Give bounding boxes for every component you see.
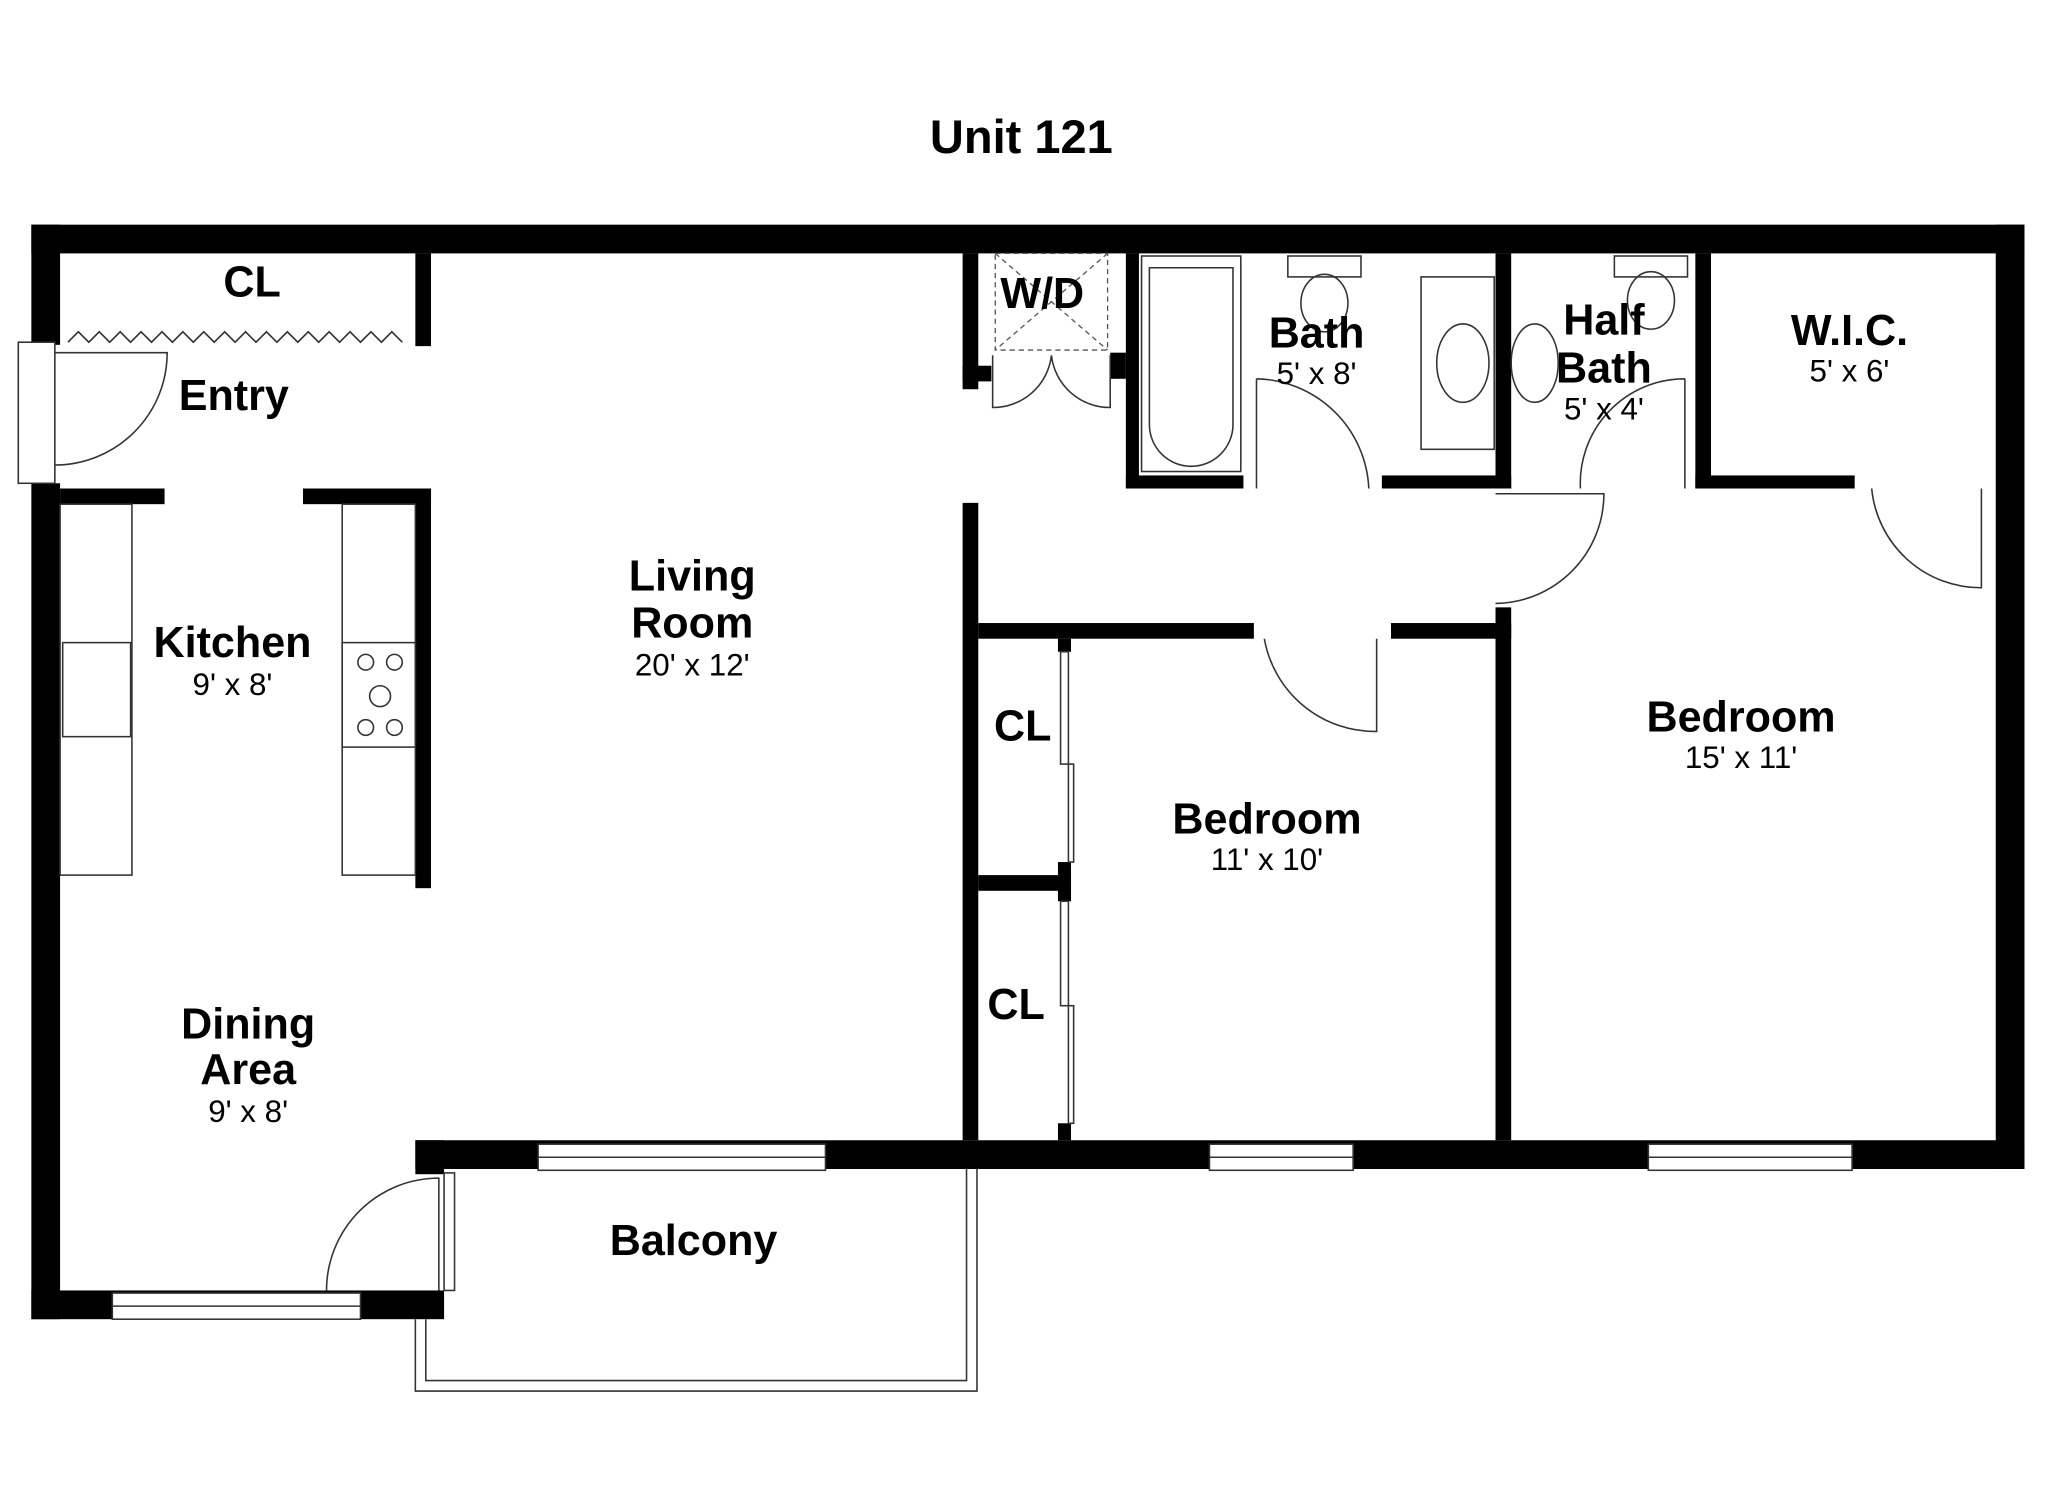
fixtures (59, 252, 1689, 876)
windows (111, 1143, 1853, 1320)
balcony-label: Balcony (610, 1217, 778, 1265)
bedroom-small-label: Bedroom (1172, 795, 1361, 843)
closet-lower-label: CL (987, 981, 1044, 1029)
entry-closet-label: CL (223, 258, 280, 306)
bedroom-large-size: 15' x 11' (1685, 740, 1797, 775)
bath-label: Bath (1269, 309, 1365, 357)
dining-label-1: Dining (181, 1000, 315, 1048)
doors (17, 330, 1983, 1292)
bedroom-large-label: Bedroom (1646, 693, 1835, 741)
entry-label: Entry (179, 372, 289, 420)
half-bath-label-1: Half (1563, 296, 1645, 344)
closet-upper-label: CL (994, 703, 1051, 751)
dining-size: 9' x 8' (208, 1094, 288, 1129)
half-bath-label-2: Bath (1556, 345, 1652, 393)
room-labels: CL Entry Kitchen 9' x 8' Living Room 20'… (153, 258, 1908, 1265)
living-label-2: Room (631, 599, 753, 647)
wic-label: W.I.C. (1791, 307, 1908, 355)
wic-size: 5' x 6' (1810, 353, 1890, 388)
living-size: 20' x 12' (635, 647, 750, 682)
living-label-1: Living (629, 552, 756, 600)
dining-label-2: Area (200, 1046, 297, 1094)
wd-label: W/D (1000, 270, 1084, 318)
kitchen-size: 9' x 8' (193, 667, 273, 702)
balcony-outline (414, 1168, 978, 1392)
plan-title: Unit 121 (930, 110, 1113, 163)
bath-size: 5' x 8' (1277, 356, 1357, 391)
kitchen-label: Kitchen (153, 619, 311, 667)
half-bath-size: 5' x 4' (1564, 391, 1644, 426)
bedroom-small-size: 11' x 10' (1211, 842, 1323, 877)
